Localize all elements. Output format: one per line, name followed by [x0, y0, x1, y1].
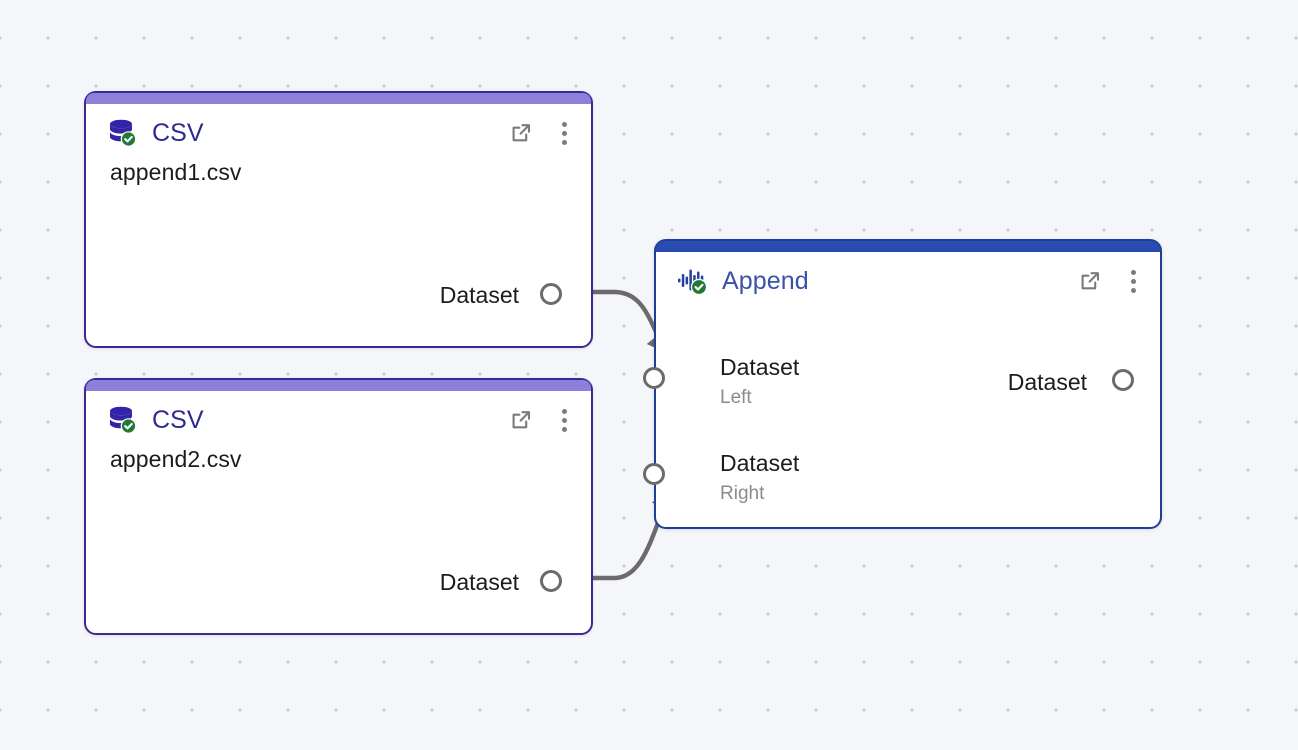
external-link-icon[interactable] [1078, 268, 1102, 294]
input-port-sublabel-left: Left [720, 387, 752, 408]
node-append[interactable]: Append Dataset Left [643, 239, 1162, 529]
node-title: Append [722, 266, 809, 295]
input-port-dataset-left[interactable] [643, 367, 665, 389]
node-title-row: Append [656, 252, 1160, 298]
kebab-menu-icon[interactable] [555, 408, 573, 432]
output-port-dataset[interactable] [540, 283, 562, 305]
node-actions [509, 407, 573, 433]
node-title-row: CSV [86, 391, 591, 437]
node-header-bar [86, 93, 591, 104]
input-port-label-left: Dataset [720, 354, 800, 380]
output-port-dataset[interactable] [1112, 369, 1134, 391]
output-port-dataset[interactable] [540, 570, 562, 592]
waveform-icon [676, 263, 712, 299]
node-title: CSV [152, 118, 204, 147]
node-header-bar [86, 380, 591, 391]
output-port-label: Dataset [1007, 369, 1087, 395]
node-header-bar [656, 241, 1160, 252]
input-port-sublabel-right: Right [720, 483, 765, 504]
node-body: CSV append2.csv Dataset [86, 391, 591, 633]
output-port-label: Dataset [439, 569, 519, 595]
node-title: CSV [152, 405, 204, 434]
node-body: CSV append1.csv Dataset [86, 104, 591, 346]
database-icon [106, 115, 142, 151]
node-body: Append Dataset Left [643, 252, 1160, 527]
input-port-label-right: Dataset [720, 450, 800, 476]
node-title-row: CSV [86, 104, 591, 150]
node-csv-1[interactable]: CSV append1.csv Dataset [84, 91, 593, 348]
external-link-icon[interactable] [509, 407, 533, 433]
node-csv-2[interactable]: CSV append2.csv Dataset [84, 378, 593, 635]
kebab-menu-icon[interactable] [1124, 269, 1142, 293]
input-port-dataset-right[interactable] [643, 463, 665, 485]
csv-file-name: append1.csv [110, 159, 242, 185]
node-actions [1078, 268, 1142, 294]
csv-file-name: append2.csv [110, 446, 242, 472]
node-actions [509, 120, 573, 146]
output-port-label: Dataset [439, 282, 519, 308]
external-link-icon[interactable] [509, 120, 533, 146]
kebab-menu-icon[interactable] [555, 121, 573, 145]
database-icon [106, 402, 142, 438]
